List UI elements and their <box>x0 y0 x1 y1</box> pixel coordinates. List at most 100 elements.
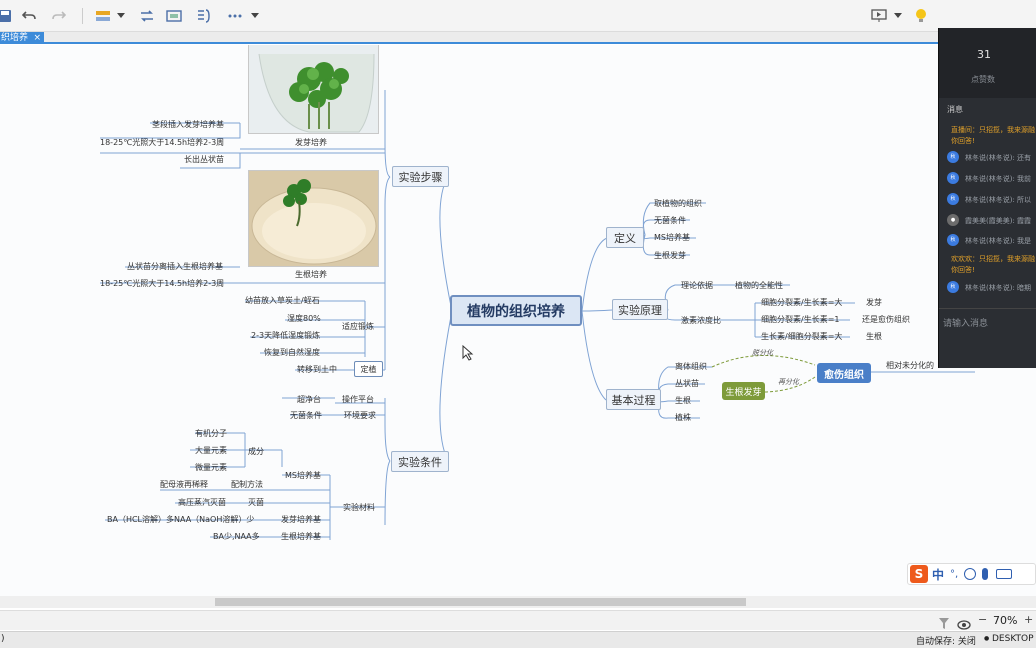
keyboard-icon[interactable] <box>996 569 1013 579</box>
chevron-down-icon[interactable] <box>893 7 903 25</box>
filter-icon[interactable] <box>939 615 949 634</box>
mindmap-canvas[interactable]: 植物的组织培养 实验步骤 实验条件 定义 实验原理 基本过程 发芽培养 <box>0 45 1036 596</box>
condition-node[interactable]: 操作平台 <box>342 395 374 404</box>
relationship-icon[interactable] <box>138 7 156 25</box>
branch-steps[interactable]: 实验步骤 <box>392 166 449 187</box>
acclimate-node[interactable]: 适应锻炼 <box>342 322 374 331</box>
condition-node[interactable]: 发芽培养基 <box>281 515 321 524</box>
condition-node[interactable]: 高压蒸汽灭菌 <box>178 498 226 507</box>
scrollbar-thumb[interactable] <box>215 598 746 606</box>
principle-node[interactable]: 激素浓度比 <box>681 316 721 325</box>
undo-icon[interactable] <box>20 7 38 25</box>
zoom-in-button[interactable]: + <box>1024 613 1034 626</box>
condition-node[interactable]: BA少,NAA多 <box>213 532 260 541</box>
step-node[interactable]: 18-25℃光照大于14.5h培养2-3周 <box>100 279 225 288</box>
definition-node[interactable]: MS培养基 <box>654 233 690 242</box>
chat-divider <box>939 308 1036 309</box>
condition-node[interactable]: 大量元素 <box>195 446 227 455</box>
principle-node[interactable]: 细胞分裂素/生长素=1 <box>761 315 840 324</box>
principle-node[interactable]: 理论依据 <box>681 281 713 290</box>
ime-logo-icon[interactable]: S <box>910 565 928 583</box>
close-icon[interactable]: × <box>33 33 41 43</box>
process-node[interactable]: 离体组织 <box>675 362 707 371</box>
condition-node[interactable]: 配制方法 <box>231 480 263 489</box>
principle-node[interactable]: 生根 <box>866 332 882 341</box>
condition-node[interactable]: 配母液再稀释 <box>160 480 208 489</box>
chat-message: 秋 林冬说(林冬说): 暗期 <box>947 281 1036 295</box>
condition-node[interactable]: 生根培养基 <box>281 532 321 541</box>
status-left: ) <box>1 634 5 644</box>
condition-node[interactable]: 无菌条件 <box>290 411 322 420</box>
horizontal-scrollbar[interactable] <box>0 596 1036 608</box>
principle-node[interactable]: 还是愈伤组织 <box>862 315 910 324</box>
save-icon[interactable] <box>0 7 14 25</box>
tab-document[interactable]: 织培养 × <box>0 32 44 44</box>
branch-definition[interactable]: 定义 <box>606 227 644 248</box>
process-node[interactable]: 丛状苗 <box>675 379 699 388</box>
process-node[interactable]: 植株 <box>675 413 691 422</box>
boundary-icon[interactable] <box>165 7 183 25</box>
process-node[interactable]: 生根 <box>675 396 691 405</box>
principle-node[interactable]: 发芽 <box>866 298 882 307</box>
eye-icon[interactable] <box>957 615 971 634</box>
zoom-out-button[interactable]: − <box>978 613 988 626</box>
topic-style-icon[interactable] <box>94 7 112 25</box>
principle-node[interactable]: 细胞分裂素/生长素=大 <box>761 298 843 307</box>
plant-node[interactable]: 定植 <box>354 361 383 377</box>
condition-node[interactable]: 微量元素 <box>195 463 227 472</box>
step-node[interactable]: 转移到土中 <box>297 365 337 374</box>
step-node[interactable]: 2-3天降低湿度锻炼 <box>251 331 321 340</box>
condition-node[interactable]: BA（HCL溶解）多NAA（NaOH溶解）少 <box>107 515 255 524</box>
emoji-icon[interactable] <box>964 568 977 580</box>
ime-toolbar[interactable]: S 中 °, <box>907 563 1036 585</box>
redo-icon[interactable] <box>50 7 68 25</box>
step-node[interactable]: 湿度80% <box>287 314 321 323</box>
step-node[interactable]: 恢复到自然湿度 <box>264 348 320 357</box>
more-icon[interactable] <box>226 7 244 25</box>
definition-node[interactable]: 取植物的组织 <box>654 199 702 208</box>
zoom-bar: − 70% + <box>0 610 1036 630</box>
callus-node[interactable]: 愈伤组织 <box>817 363 871 383</box>
dediff-label: 脱分化 <box>752 349 773 357</box>
principle-node[interactable]: 植物的全能性 <box>735 281 783 290</box>
step-node[interactable]: 丛状苗分离插入生根培养基 <box>127 262 223 271</box>
composition-node[interactable]: 成分 <box>248 447 264 456</box>
chat-message: 秋 林冬说(林冬说): 还有 <box>947 151 1036 165</box>
definition-node[interactable]: 生根发芽 <box>654 251 686 260</box>
autosave-status[interactable]: 自动保存: 关闭 <box>916 637 976 647</box>
like-count-label: 点赞数 <box>971 75 995 84</box>
chat-notice-3: 欢欢欢：只招揽，我来源融 <box>951 255 1035 263</box>
materials-node[interactable]: 实验材料 <box>343 503 375 512</box>
ime-punct[interactable]: °, <box>950 568 959 580</box>
step-node[interactable]: 长出丛状苗 <box>184 155 224 164</box>
condition-node[interactable]: 超净台 <box>297 395 321 404</box>
ms-medium-node[interactable]: MS培养基 <box>285 471 321 480</box>
root-topic[interactable]: 植物的组织培养 <box>450 295 582 326</box>
branch-conditions[interactable]: 实验条件 <box>391 451 449 472</box>
avatar: ● <box>947 214 959 226</box>
toolbar <box>0 0 1036 32</box>
idea-bulb-icon[interactable] <box>912 7 930 25</box>
chat-input[interactable]: 请输入消息 <box>943 319 989 329</box>
rediff-label: 再分化 <box>778 378 799 386</box>
microphone-icon[interactable] <box>982 568 989 580</box>
ime-lang[interactable]: 中 <box>932 567 945 582</box>
chevron-down-icon[interactable] <box>116 7 126 25</box>
chevron-down-icon[interactable] <box>250 7 260 25</box>
definition-node[interactable]: 无菌条件 <box>654 216 686 225</box>
condition-node[interactable]: 有机分子 <box>195 429 227 438</box>
summary-icon[interactable] <box>195 7 213 25</box>
step-node[interactable]: 茎段插入发芽培养基 <box>152 120 224 129</box>
step-node[interactable]: 幼苗放入草炭土/蛭石 <box>245 296 320 305</box>
chat-notice-4: 你回答! <box>951 266 975 274</box>
condition-node[interactable]: 环境要求 <box>344 411 376 420</box>
step-node[interactable]: 18-25℃光照大于14.5h培养2-3周 <box>100 138 225 147</box>
branch-principle[interactable]: 实验原理 <box>612 299 668 320</box>
callus-note[interactable]: 相对未分化的 <box>886 361 934 370</box>
presentation-icon[interactable] <box>870 7 888 25</box>
sprout-tag[interactable]: 生根发芽 <box>722 382 765 400</box>
condition-node[interactable]: 灭菌 <box>248 498 264 507</box>
zoom-level: 70% <box>993 614 1018 627</box>
principle-node[interactable]: 生长素/细胞分裂素=大 <box>761 332 843 341</box>
branch-process[interactable]: 基本过程 <box>606 389 661 410</box>
